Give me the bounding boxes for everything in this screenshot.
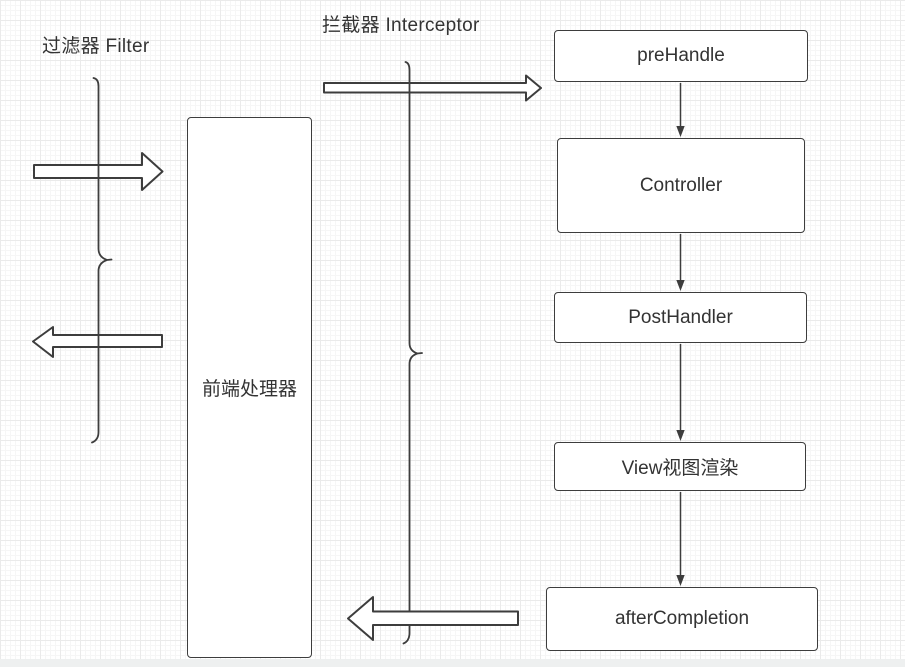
canvas-bottom-band — [0, 659, 905, 667]
node-posthandler-label: PostHandler — [628, 306, 733, 328]
node-front-controller[interactable]: 前端处理器 — [187, 117, 312, 658]
node-aftercompletion[interactable]: afterCompletion — [546, 587, 818, 651]
node-prehandle[interactable]: preHandle — [554, 30, 808, 82]
node-controller[interactable]: Controller — [557, 138, 805, 233]
flow-arrow-prehandle-controller[interactable] — [676, 83, 685, 137]
request-arrow-to-prehandle[interactable] — [323, 74, 542, 102]
response-arrow-out-of-filter[interactable] — [32, 326, 163, 358]
flow-arrow-controller-posthandler[interactable] — [676, 234, 685, 291]
node-prehandle-label: preHandle — [637, 45, 725, 66]
filter-brace-line[interactable] — [91, 77, 113, 444]
node-view-render[interactable]: View视图渲染 — [554, 442, 806, 491]
flow-arrow-view-aftercompletion[interactable] — [676, 492, 685, 586]
node-aftercompletion-label: afterCompletion — [614, 608, 750, 629]
response-arrow-from-aftercompletion[interactable] — [347, 596, 519, 641]
node-view-render-label: View视图渲染 — [621, 458, 739, 479]
filter-lane-label[interactable]: 过滤器 Filter — [42, 36, 150, 57]
node-front-controller-label: 前端处理器 — [201, 379, 297, 400]
flow-arrow-posthandler-view[interactable] — [676, 344, 685, 441]
node-controller-label: Controller — [639, 174, 723, 196]
interceptor-lane-label[interactable]: 拦截器 Interceptor — [322, 15, 480, 36]
interceptor-brace-line[interactable] — [402, 61, 423, 645]
node-posthandler[interactable]: PostHandler — [554, 292, 807, 343]
